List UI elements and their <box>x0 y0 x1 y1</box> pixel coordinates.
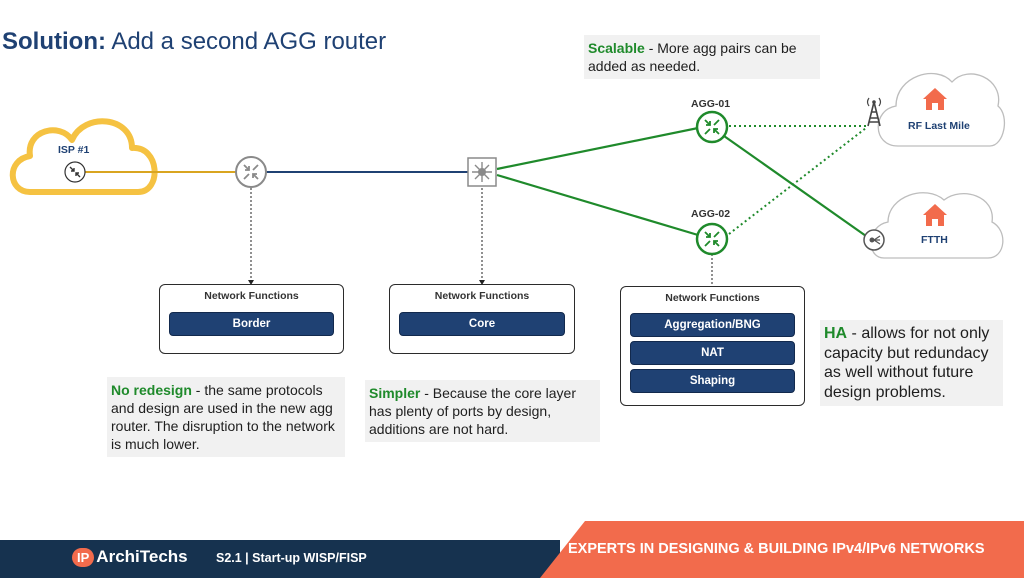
agg-functions-title: Network Functions <box>665 292 760 304</box>
function-pill-core: Core <box>399 312 565 336</box>
router-icon[interactable] <box>695 110 729 144</box>
switch-icon[interactable] <box>467 157 497 187</box>
scalable-note-text: - More agg pairs can be added as needed. <box>588 40 797 74</box>
ha-note-text: - allows for not only capacity but redun… <box>824 325 990 401</box>
fiber-node-icon <box>863 229 885 251</box>
border-functions-title: Network Functions <box>204 290 299 302</box>
logo-brand-text: ArchiTechs <box>96 547 188 566</box>
ha-note-bold: HA <box>824 325 848 342</box>
no-redesign-note-text: - the same protocols and design are used… <box>111 382 335 452</box>
title-bold: Solution: <box>2 28 106 55</box>
scalable-note: Scalable - More agg pairs can be added a… <box>584 35 820 79</box>
isp-cloud <box>9 118 158 195</box>
simpler-note-bold: Simpler <box>369 385 421 401</box>
core-agg01-link <box>496 126 699 171</box>
border-functions-box: Network Functions Border <box>159 284 344 354</box>
router-icon[interactable] <box>64 161 86 183</box>
footer-tagline-bar: EXPERTS IN DESIGNING & BUILDING IPv4/IPv… <box>540 521 1024 578</box>
course-label: S2.1 | Start-up WISP/FISP <box>216 551 367 565</box>
scalable-note-bold: Scalable <box>588 40 645 56</box>
function-pill-shaping: Shaping <box>630 369 795 393</box>
core-functions-box: Network Functions Core <box>389 284 575 354</box>
agg01-label: AGG-01 <box>691 98 731 110</box>
no-redesign-note-bold: No redesign <box>111 382 192 398</box>
router-icon[interactable] <box>695 222 729 256</box>
logo-ip-badge: IP <box>72 547 95 567</box>
agg-functions-box: Network Functions Aggregation/BNG NAT Sh… <box>620 286 805 406</box>
ftth-label: FTTH <box>921 234 948 246</box>
house-icon <box>923 204 947 226</box>
no-redesign-note: No redesign - the same protocols and des… <box>107 377 345 457</box>
radio-tower-icon <box>866 97 882 127</box>
ha-note: HA - allows for not only capacity but re… <box>820 320 1003 406</box>
isp-label: ISP #1 <box>58 144 90 156</box>
router-icon[interactable] <box>235 156 267 188</box>
agg01-ftth-link <box>723 135 867 237</box>
simpler-note: Simpler - Because the core layer has ple… <box>365 380 600 442</box>
house-icon <box>923 88 947 110</box>
page-title: Solution: Add a second AGG router <box>2 28 386 56</box>
title-rest: Add a second AGG router <box>111 28 387 55</box>
rf-label: RF Last Mile <box>908 120 970 132</box>
function-pill-border: Border <box>169 312 334 336</box>
function-pill-nat: NAT <box>630 341 795 365</box>
function-pill-aggregation: Aggregation/BNG <box>630 313 795 337</box>
brand-logo: IP ArchiTechs <box>72 547 188 567</box>
core-agg02-link <box>496 173 699 237</box>
agg02-label: AGG-02 <box>691 208 731 220</box>
footer-tagline: EXPERTS IN DESIGNING & BUILDING IPv4/IPv… <box>568 541 985 557</box>
core-functions-title: Network Functions <box>434 290 530 302</box>
simpler-note-text: - Because the core layer has plenty of p… <box>369 385 576 437</box>
agg02-rf-dotted-link <box>728 127 867 235</box>
